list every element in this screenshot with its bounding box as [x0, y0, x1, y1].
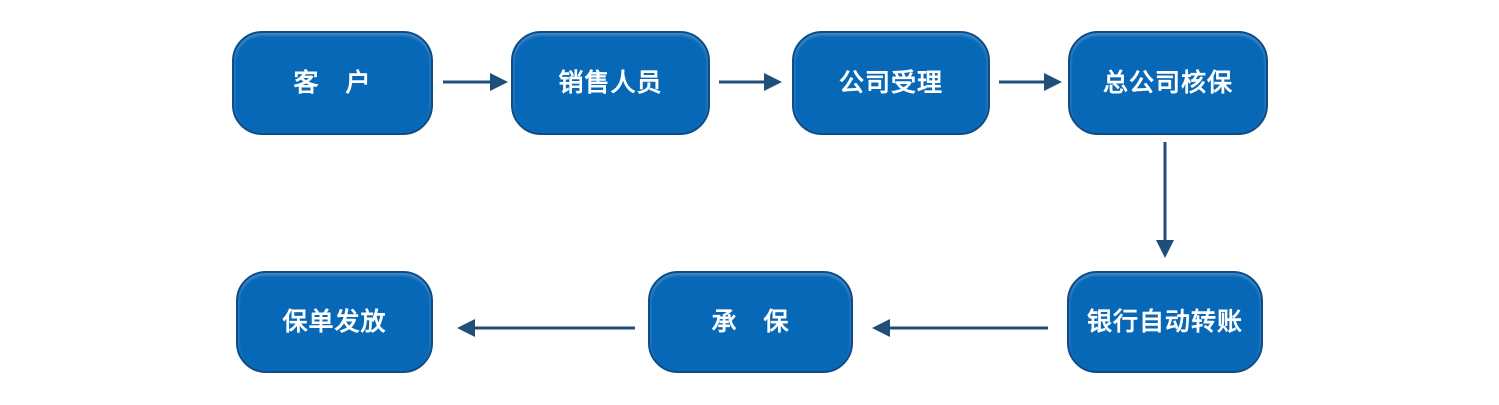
node-company-acceptance-label: 公司受理 [838, 68, 943, 97]
node-head-office-underwriting-label: 总公司核保 [1102, 68, 1233, 97]
node-customer: 客 户 [232, 31, 433, 135]
arrow-customer-to-sales-staff [443, 73, 508, 91]
node-bank-auto-transfer-label: 银行自动转账 [1086, 307, 1243, 336]
arrow-company-acceptance-to-head-office-underwriting [999, 73, 1062, 91]
node-underwriting-label: 承 保 [711, 307, 790, 336]
node-sales-staff: 销售人员 [511, 31, 710, 135]
arrow-bank-auto-transfer-to-underwriting [872, 319, 1048, 337]
node-customer-label: 客 户 [293, 68, 372, 97]
arrow-head-office-underwriting-to-bank-auto-transfer [1156, 142, 1174, 258]
arrow-sales-staff-to-company-acceptance [719, 73, 782, 91]
node-bank-auto-transfer: 银行自动转账 [1067, 271, 1263, 373]
node-underwriting: 承 保 [648, 271, 853, 373]
node-policy-issuance-label: 保单发放 [282, 307, 387, 336]
node-head-office-underwriting: 总公司核保 [1068, 31, 1268, 135]
node-company-acceptance: 公司受理 [792, 31, 990, 135]
node-policy-issuance: 保单发放 [236, 271, 433, 373]
node-sales-staff-label: 销售人员 [558, 68, 663, 97]
arrow-underwriting-to-policy-issuance [457, 319, 635, 337]
